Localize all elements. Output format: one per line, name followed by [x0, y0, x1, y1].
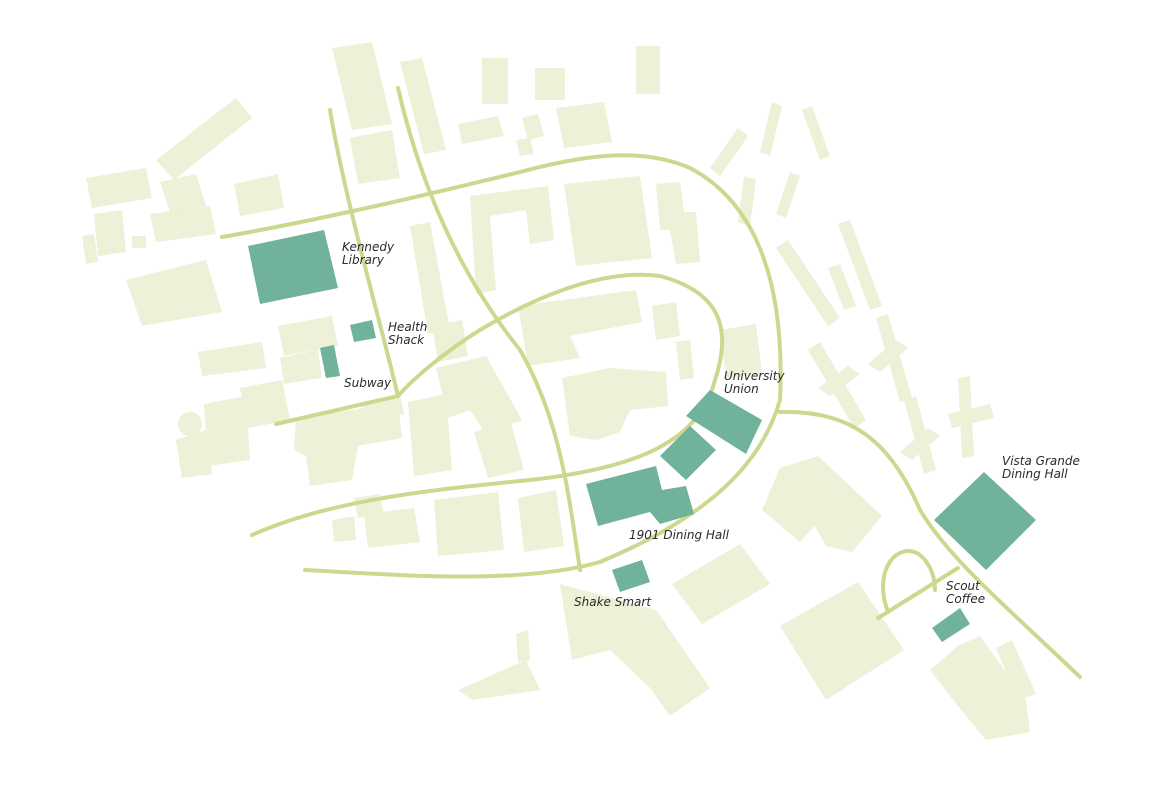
highlights-layer [248, 230, 1036, 642]
road-east-curve [778, 409, 1082, 679]
building-university-union [686, 390, 762, 454]
label-health-shack[interactable]: Health Shack [388, 320, 428, 347]
label-university-union[interactable]: University Union [724, 369, 785, 396]
building-scout-coffee [932, 608, 970, 642]
road-inner-loop [250, 272, 725, 537]
building-kennedy-library [248, 230, 338, 304]
roads-layer [220, 86, 1082, 679]
label-1901-dining-hall[interactable]: 1901 Dining Hall [629, 528, 729, 542]
buildings-layer [82, 42, 1036, 740]
label-subway[interactable]: Subway [344, 376, 392, 390]
road-diagonal [396, 86, 582, 572]
road-loop [881, 549, 937, 614]
road-loop-spur [876, 566, 960, 620]
building-health-shack [350, 320, 376, 342]
road-north-arc [220, 153, 783, 579]
building-1901-dining-hall [586, 466, 694, 526]
road-west-vertical [328, 108, 400, 398]
label-vista-grande-dining-hall[interactable]: Vista Grande Dining Hall [1002, 454, 1080, 481]
label-kennedy-library[interactable]: Kennedy Library [342, 240, 395, 267]
building-shake-smart [612, 560, 650, 592]
building-subway [320, 345, 340, 378]
label-shake-smart[interactable]: Shake Smart [574, 595, 652, 609]
label-scout-coffee[interactable]: Scout Coffee [946, 579, 986, 606]
building-vista-grande-dining-hall [934, 472, 1036, 570]
building-university-union-annex [660, 426, 716, 480]
